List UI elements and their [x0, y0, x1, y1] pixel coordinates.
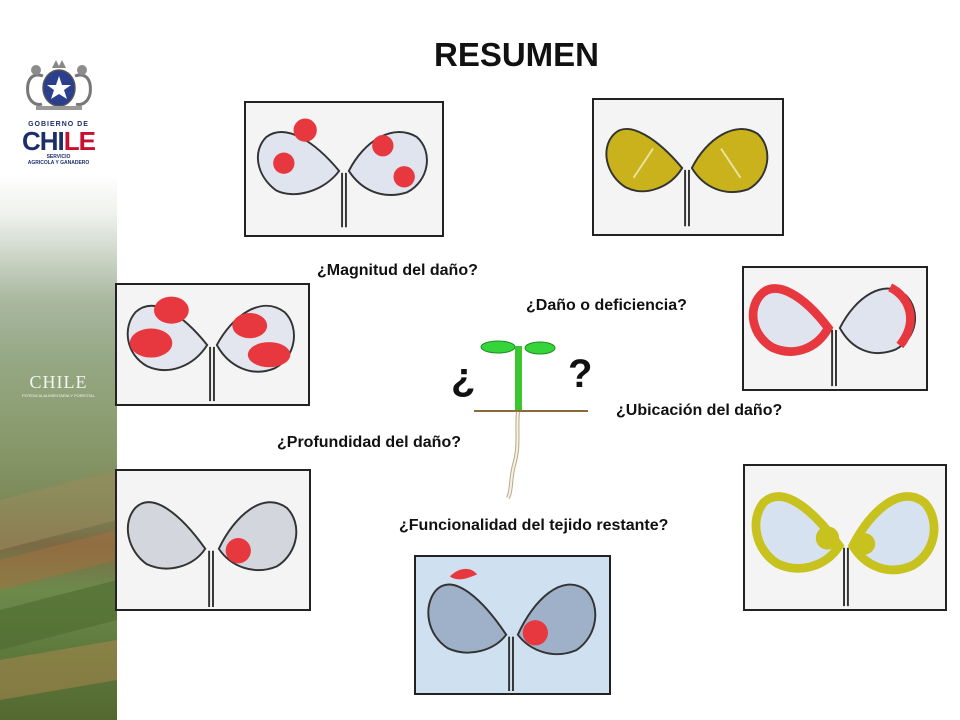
open-question-mark: ¿ [451, 355, 476, 399]
coat-of-arms-icon [25, 60, 92, 110]
question-funcionalidad: ¿Funcionalidad del tejido restante? [399, 517, 669, 534]
question-ubicacion: ¿Ubicación del daño? [616, 402, 783, 419]
sag-line-2: AGRICOLA Y GANADERO [27, 160, 90, 166]
seedling-red-spots-image [244, 101, 444, 237]
seedling-sprout-icon [480, 340, 556, 499]
seedling-red-edges-image [742, 266, 928, 391]
soil-line [474, 410, 588, 412]
chile-wordmark: CHILE [21, 126, 96, 156]
question-deficiencia: ¿Daño o deficiencia? [526, 297, 687, 314]
seedling-large-red-patches-image [115, 283, 310, 406]
sag-line-1: SERVICIO [46, 154, 71, 160]
question-magnitud: ¿Magnitud del daño? [317, 262, 478, 279]
seedling-red-tips-image [414, 555, 611, 695]
page-title: RESUMEN [434, 36, 600, 73]
sidebar-landscape-panel: GOBIERNO DE CHILE SERVICIO AGRICOLA Y GA… [0, 0, 117, 720]
seedling-basal-red-spot-image [115, 469, 311, 611]
seedling-yellow-deficiency-image [592, 98, 784, 236]
question-profundidad: ¿Profundidad del daño? [277, 434, 461, 451]
seedling-yellow-margins-image [743, 464, 947, 611]
gobierno-de-text: GOBIERNO DE [28, 121, 89, 128]
landscape-fields-image [0, 470, 117, 700]
gobierno-de-chile-logo: GOBIERNO DE CHILE SERVICIO AGRICOLA Y GA… [10, 54, 107, 166]
chile-potencia-watermark: CHILE POTENCIA ALIMENTARIA Y FORESTAL [22, 372, 95, 398]
close-question-mark: ? [568, 352, 593, 396]
